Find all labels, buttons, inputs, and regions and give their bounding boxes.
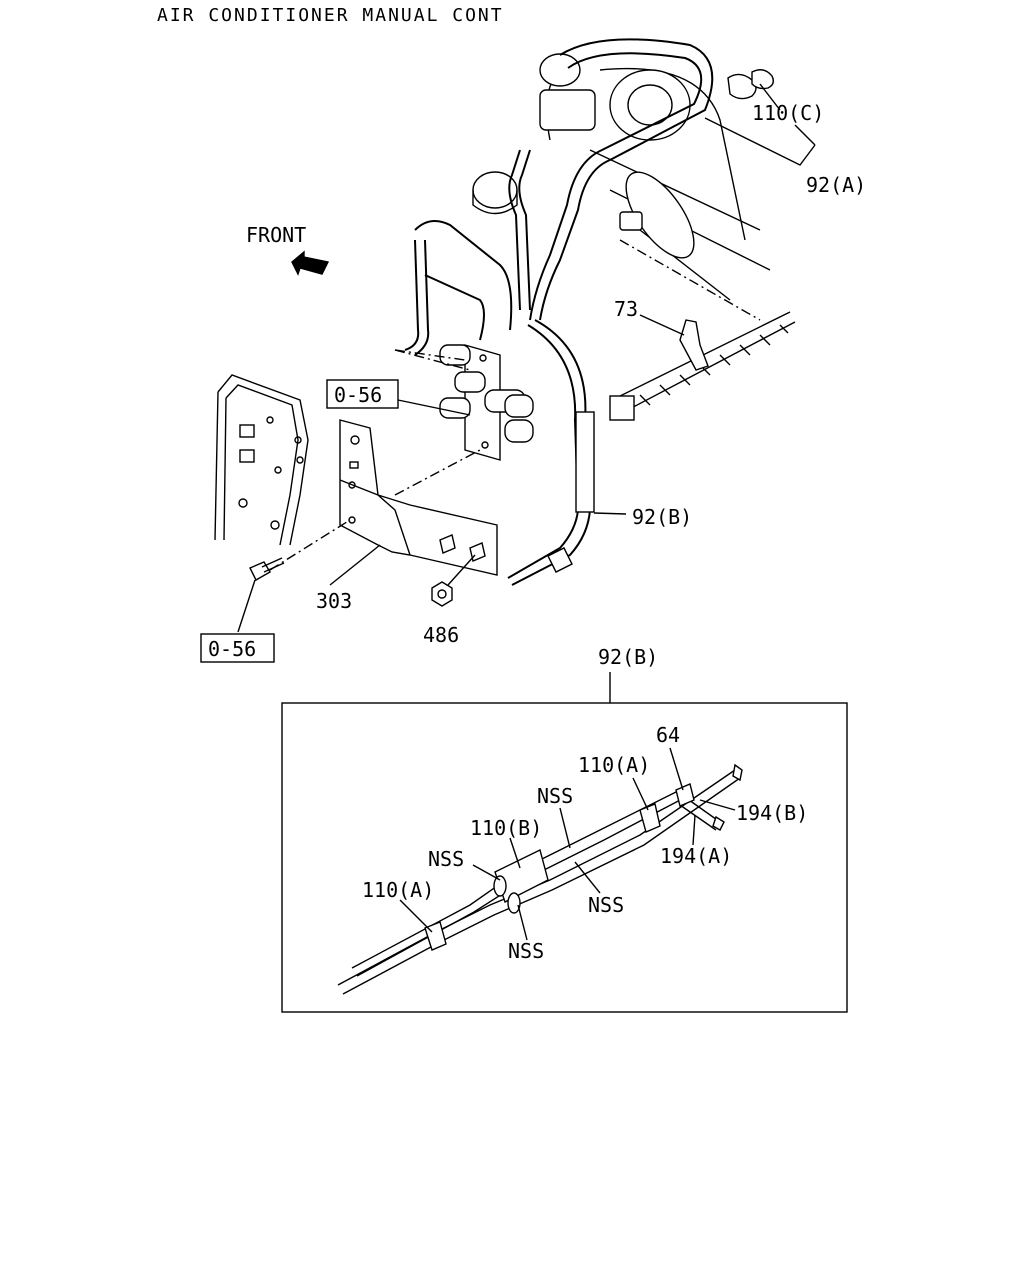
panel-frame: [214, 374, 309, 546]
callout-64: 64: [656, 723, 680, 747]
callout-92a: 92(A): [806, 173, 866, 197]
detail-hose-assembly: [337, 763, 743, 995]
hose-92b-main: [507, 319, 595, 586]
callout-194a: 194(A): [660, 844, 732, 868]
callout-110b: 110(B): [470, 816, 542, 840]
callout-box-056-top: [326, 379, 399, 409]
callout-nss-3: NSS: [588, 893, 624, 917]
valve-block: [394, 344, 534, 461]
front-label: FRONT: [246, 223, 306, 247]
callout-056-top: 0-56: [334, 383, 382, 407]
callout-194b: 194(B): [736, 801, 808, 825]
callout-92b-detail: 92(B): [598, 645, 658, 669]
nut-486: [431, 554, 476, 607]
callout-nss-2: NSS: [428, 847, 464, 871]
bracket-303: [269, 419, 498, 576]
front-arrow-icon: [291, 250, 330, 276]
detail-frame: [281, 702, 848, 1013]
callout-056-bottom: 0-56: [208, 637, 256, 661]
callout-nss-1: NSS: [537, 784, 573, 808]
callout-92b-main: 92(B): [632, 505, 692, 529]
clip-110c: [727, 69, 781, 111]
callout-73: 73: [614, 297, 638, 321]
callout-110c: 110(C): [752, 101, 824, 125]
callout-110a-top: 110(A): [578, 753, 650, 777]
callout-box-056-bottom: [200, 633, 275, 663]
diagram-title: AIR CONDITIONER MANUAL CONT: [157, 5, 504, 26]
callout-486: 486: [423, 623, 459, 647]
callout-110a-left: 110(A): [362, 878, 434, 902]
leader-92a: [704, 117, 816, 166]
callout-303: 303: [316, 589, 352, 613]
screw-lower: [237, 557, 285, 633]
callout-nss-4: NSS: [508, 939, 544, 963]
harness-73: [609, 311, 796, 421]
blower-duct-assembly: [472, 53, 771, 321]
